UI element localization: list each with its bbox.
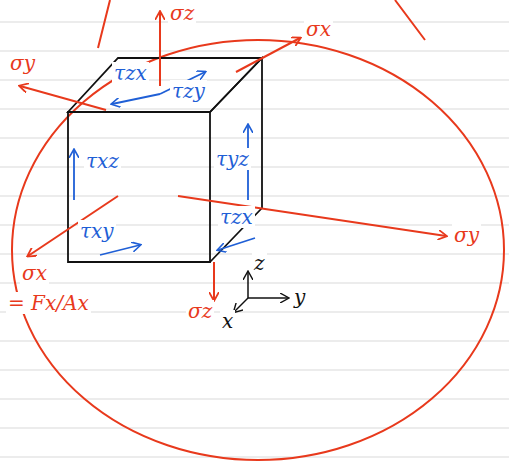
axis-label: z (252, 252, 267, 274)
shear-label: τzx (112, 62, 149, 84)
axis-label: x (220, 310, 235, 332)
shear-label: τxy (78, 220, 116, 242)
formula-label: = Fx/Ax (6, 292, 91, 314)
enclosing-circle (12, 40, 504, 460)
shear-label: τzy (170, 80, 207, 102)
shear-stress-arrows (74, 72, 255, 255)
stress-label: σz (168, 2, 196, 24)
stress-label: σy (8, 52, 37, 74)
stress-label: σx (304, 18, 333, 40)
axis-triad (234, 272, 288, 312)
shear-label: τxz (84, 150, 121, 172)
cube (68, 58, 262, 262)
axis-label: y (292, 286, 307, 308)
normal-stress-arrows (20, 12, 446, 300)
circle-stroke (98, 0, 425, 48)
stress-label: σz (186, 300, 214, 322)
shear-label: τyz (214, 148, 251, 170)
stress-label: σx (20, 262, 49, 284)
stress-label: σy (452, 224, 481, 246)
shear-label: τzx (218, 206, 255, 228)
